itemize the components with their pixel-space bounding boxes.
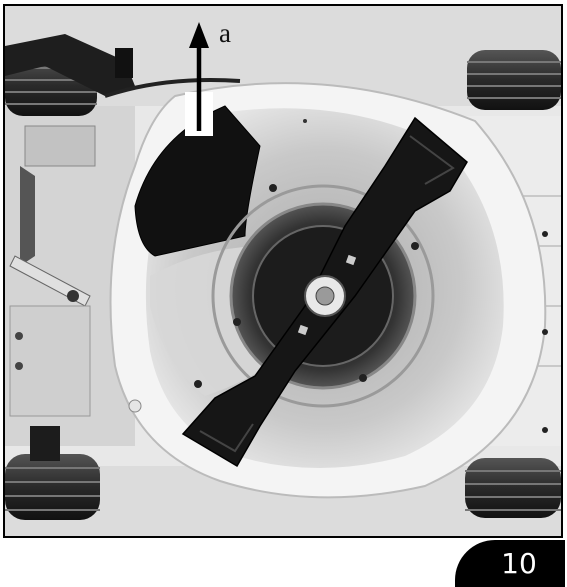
wheel-bottom-right [465,458,561,518]
discharge-flap [134,105,261,257]
page-number: 10 [501,546,537,580]
page-number-tab: 10 [455,540,565,587]
mower-underside-illustration: a [5,6,561,536]
arrow-label: a [219,18,231,48]
wheel-bottom-left [5,426,100,520]
wheel-top-right [467,50,561,110]
direction-arrow [185,22,213,136]
figure-photo: a [3,4,563,538]
